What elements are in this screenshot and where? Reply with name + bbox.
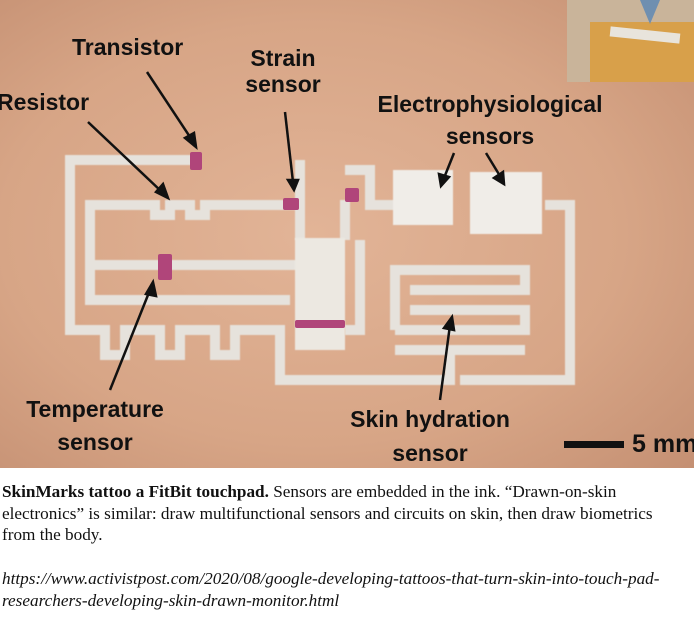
scale-bar: [564, 441, 624, 448]
figure-caption: SkinMarks tattoo a FitBit touchpad. Sens…: [2, 481, 690, 546]
strain-sensor-line1: Strain: [250, 45, 316, 71]
central-block: [295, 238, 345, 350]
strain-sensor-label: Strain sensor: [233, 45, 333, 97]
callout-arrows: [87, 71, 506, 401]
caption-body: Sensors are embedded in the ink. “Drawn-…: [2, 482, 653, 544]
tattoo-figure: Transistor Resistor Strain sensor Electr…: [0, 0, 694, 468]
temperature-sensor-label: Temperature sensor: [5, 396, 185, 455]
skin-tattoo-photo: [0, 0, 694, 468]
caption-lead: SkinMarks tattoo a FitBit touchpad.: [2, 482, 269, 501]
transistor-label: Transistor: [72, 34, 184, 60]
temperature-line2: sensor: [57, 429, 133, 455]
resistor-label: Resistor: [0, 89, 90, 115]
electrophysiological-label: Electrophysiological sensors: [350, 91, 630, 149]
electrophysiological-line2: sensors: [445, 123, 535, 149]
skin-hydration-sensor-label: Skin hydration sensor: [330, 406, 530, 466]
inset-photo: [567, 0, 694, 82]
magenta-ink-elements: [158, 152, 359, 328]
electrophysiological-line1: Electrophysiological: [377, 91, 603, 117]
scale-bar-label: 5 mm: [632, 430, 694, 458]
circuit-traces: [65, 155, 575, 385]
strain-sensor-line2: sensor: [245, 71, 321, 97]
electrophysiological-pad-right: [470, 172, 542, 234]
temperature-line1: Temperature: [26, 396, 164, 422]
hydration-line2: sensor: [392, 440, 468, 466]
source-url: https://www.activistpost.com/2020/08/goo…: [2, 569, 660, 610]
hydration-line1: Skin hydration: [350, 406, 510, 432]
